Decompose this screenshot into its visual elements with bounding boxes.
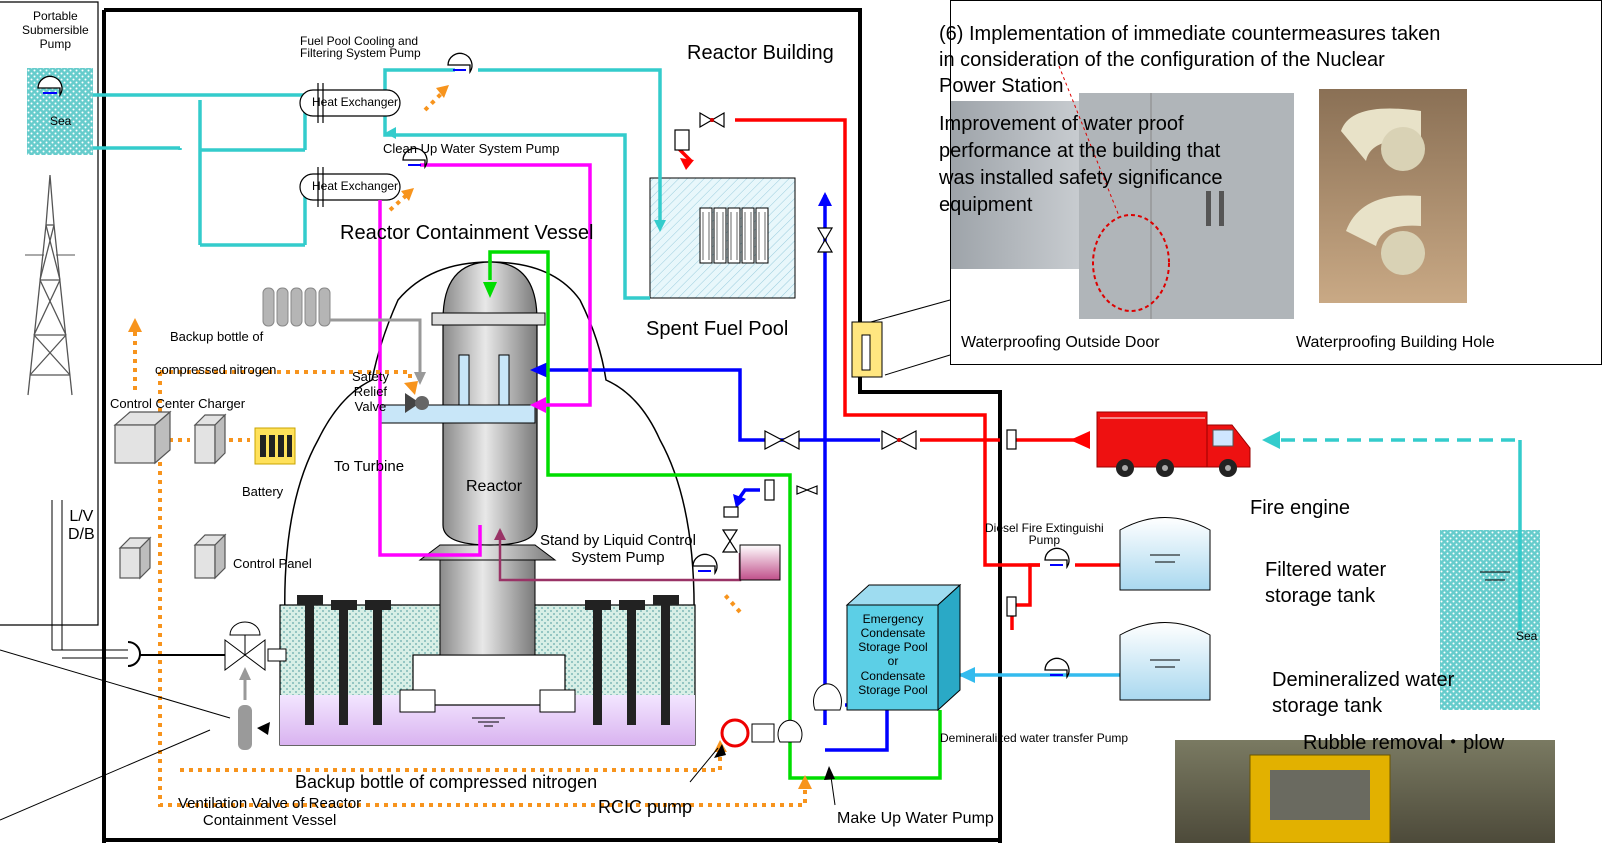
reactor-building-label: Reactor Building (687, 42, 834, 64)
fire-engine-label: Fire engine (1250, 497, 1351, 519)
reactor-label: Reactor (466, 478, 523, 495)
filtered-tank-label: Filtered water storage tank (1265, 559, 1387, 607)
to-turbine-label: To Turbine (334, 458, 405, 475)
fpc-pump-label: Fuel Pool Cooling and Filtering System P… (300, 34, 421, 60)
heat-exchanger-1-label: Heat Exchanger (312, 95, 399, 109)
sea-left-label: Sea (50, 114, 72, 128)
cuw-pump-label: Clean Up Water System Pump (383, 141, 560, 156)
diesel-pump-label: Diesel Fire Extinguishi Pump (985, 521, 1104, 547)
ventilation-valve-label: Ventilation Valve of Reactor Containment… (178, 795, 362, 830)
demin-tank-label: Demineralized water storage tank (1272, 669, 1455, 717)
rcic-label: RCIC pump (598, 797, 693, 817)
control-center-charger-label: Control Center Charger (110, 396, 246, 411)
countermeasure-callout: (6) Implementation of immediate counterm… (939, 0, 1602, 365)
backup-n2-top-label-1: Backup bottle of (170, 329, 264, 344)
containment-vessel-label: Reactor Containment Vessel (340, 222, 594, 244)
battery-label: Battery (242, 484, 284, 499)
caption-door: Waterproofing Outside Door (961, 334, 1160, 351)
demin-pump-label: Demineralized water transfer Pump (940, 731, 1129, 745)
callout-heading: (6) Implementation of immediate counterm… (939, 23, 1441, 97)
callout-photos (951, 65, 1467, 319)
rubble-label: Rubble removal・plow (1303, 732, 1505, 754)
caption-hole: Waterproofing Building Hole (1296, 334, 1495, 351)
sea-right-label: Sea (1516, 629, 1538, 643)
lv-db-label: L/V D/B (68, 508, 95, 544)
control-panel-label: Control Panel (233, 556, 312, 571)
backup-n2-top-label-2: compressed nitrogen (155, 362, 277, 377)
ecsp-label: Emergency Condensate Storage Pool or Con… (858, 612, 928, 697)
makeup-pump-label: Make Up Water Pump (837, 810, 994, 827)
portable-pump-label: Portable Submersible Pump (22, 9, 89, 51)
backup-n2-bottom-label: Backup bottle of compressed nitrogen (295, 772, 598, 792)
srv-label: Safety Relief Valve (352, 369, 389, 414)
callout-body: Improvement of water proof performance a… (939, 113, 1223, 216)
heat-exchanger-2-label: Heat Exchanger (312, 179, 399, 193)
spent-fuel-pool-label: Spent Fuel Pool (646, 318, 789, 340)
slc-pump-label: Stand by Liquid Control System Pump (540, 532, 696, 567)
